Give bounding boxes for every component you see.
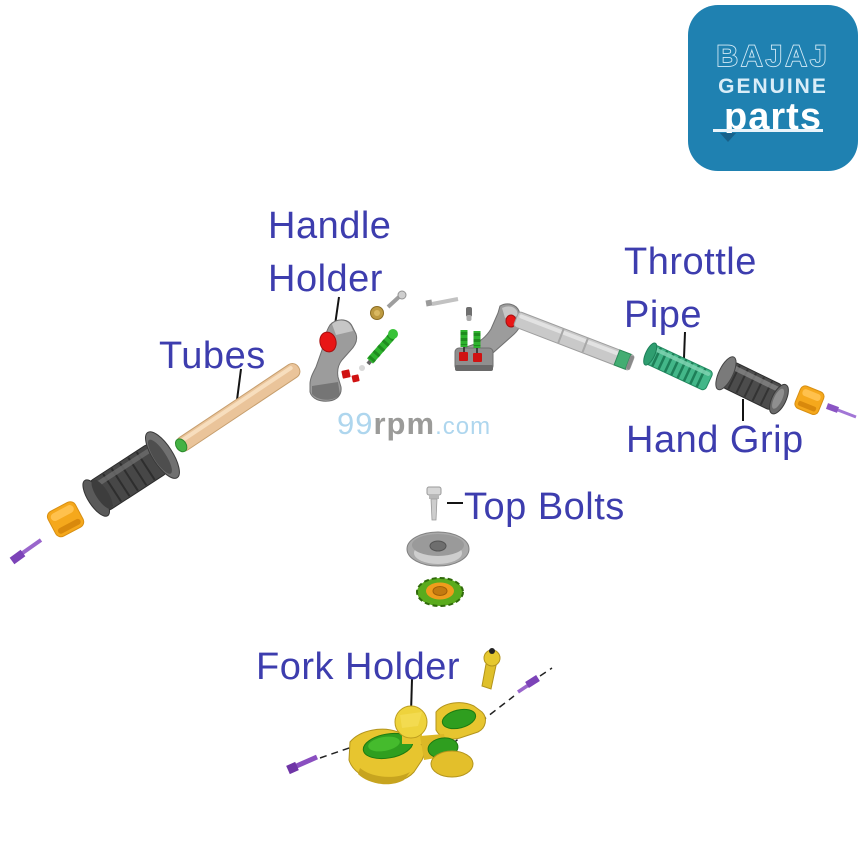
bajaj-logo: BAJAJ	[715, 39, 829, 73]
label-handle-holder-line2: Holder	[268, 258, 383, 300]
right-grip-cap-icon	[794, 385, 825, 415]
small-bolt-icon	[386, 290, 407, 309]
badge-underline	[713, 129, 823, 132]
left-end-screw-icon	[9, 538, 43, 565]
throttle-pipe-icon	[643, 342, 713, 391]
watermark-com: .com	[435, 413, 492, 440]
right-hand-grip-icon	[715, 356, 789, 415]
tubes-leader-line	[236, 368, 242, 401]
left-hand-grip-icon	[82, 431, 180, 517]
label-handle-holder: Handle Holder	[268, 200, 391, 306]
right-end-screw-icon	[825, 403, 857, 419]
brass-nut-icon	[370, 306, 384, 320]
label-tubes: Tubes	[159, 335, 266, 377]
fork-yellow-bolt-icon	[481, 648, 501, 690]
fork-screw-icon	[286, 754, 319, 775]
tube-icon	[174, 363, 301, 453]
label-top-bolts: Top Bolts	[464, 486, 625, 528]
handlebar-tube-icon	[513, 311, 635, 371]
label-hand-grip: Hand Grip	[626, 419, 804, 461]
washer-disc-icon	[406, 531, 470, 567]
throttle-pipe-leader-line	[683, 331, 686, 359]
small-bolt-icon	[425, 297, 459, 307]
badge-genuine-text: GENUINE	[718, 75, 828, 98]
label-handle-holder-line1: Handle	[268, 205, 392, 247]
label-throttle-pipe-line1: Throttle	[624, 241, 757, 283]
left-grip-cap-icon	[46, 501, 85, 538]
right-handle-holder-icon	[454, 303, 522, 371]
small-pin-icon	[466, 307, 472, 321]
watermark-rpm: rpm	[373, 406, 436, 441]
top-bolt-icon	[426, 486, 442, 521]
fork-screw-icon	[517, 675, 540, 694]
badge-down-arrow-icon	[720, 133, 736, 142]
label-fork-holder: Fork Holder	[256, 646, 460, 688]
left-handle-holder-icon	[309, 319, 365, 402]
seal-ring-icon	[416, 577, 464, 607]
label-throttle-pipe-line2: Pipe	[624, 294, 703, 336]
green-stud-icon	[366, 329, 398, 366]
badge-brand-text: BAJAJ	[716, 40, 829, 73]
fork-holder-icon	[286, 648, 553, 785]
watermark-99rpm: 99rpm.com	[337, 406, 491, 442]
label-throttle-pipe: Throttle Pipe	[624, 236, 757, 342]
bajaj-genuine-parts-badge: BAJAJ GENUINE parts	[688, 5, 858, 171]
watermark-99: 99	[337, 406, 374, 441]
